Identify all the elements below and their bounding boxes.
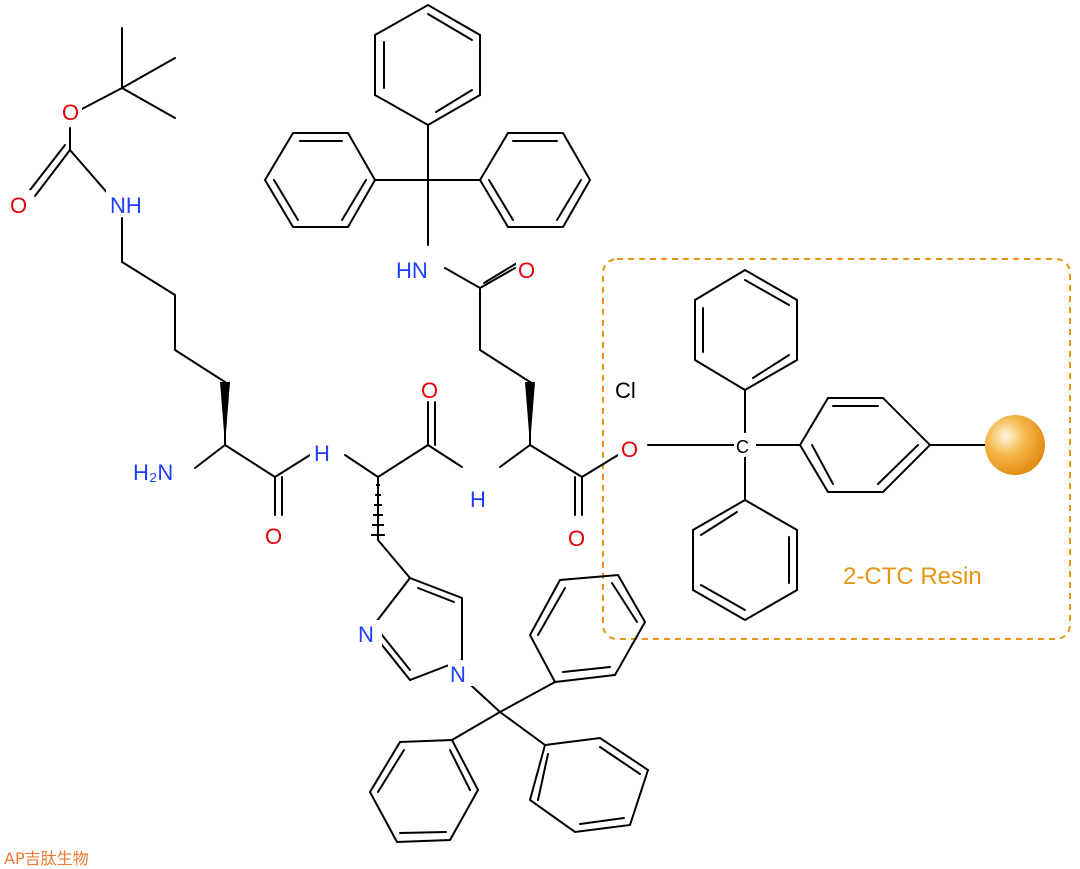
atom-label-imidazole-n3: N [358,622,374,647]
atom-label-amide2-h: H [470,487,486,512]
atom-label-chlorine: Cl [615,378,636,403]
atom-label-central-carbon: C [736,437,749,457]
atom-label-ester-oxygen: O [621,437,638,462]
resin-label: 2-CTC Resin [843,563,982,590]
wedge-bond-lys [220,382,230,445]
atom-label-boc-carbonyl-oxygen: O [10,193,27,218]
atom-label-gln-side-oxygen: O [518,258,535,283]
atom-label-boc-ether-oxygen: O [62,100,79,125]
aromatic-rings [263,3,932,844]
resin-bead [985,415,1045,475]
atom-label-amide1-oxygen: O [265,524,282,549]
atom-label-imidazole-n1: N [450,662,466,687]
atom-label-amide1-h: H [314,441,330,466]
atom-label-gln-side-nh: HN [396,258,428,283]
hash-bond-his [371,484,385,536]
wedge-bond-glu [525,382,535,445]
atom-label-amide2-oxygen: O [421,378,438,403]
atom-label-n-terminus: H₂N [133,460,173,485]
atom-label-acid-carbonyl-oxygen: O [568,526,585,551]
atom-label-boc-nh: NH [110,193,142,218]
watermark-logo: AP吉肽生物 [4,849,89,868]
